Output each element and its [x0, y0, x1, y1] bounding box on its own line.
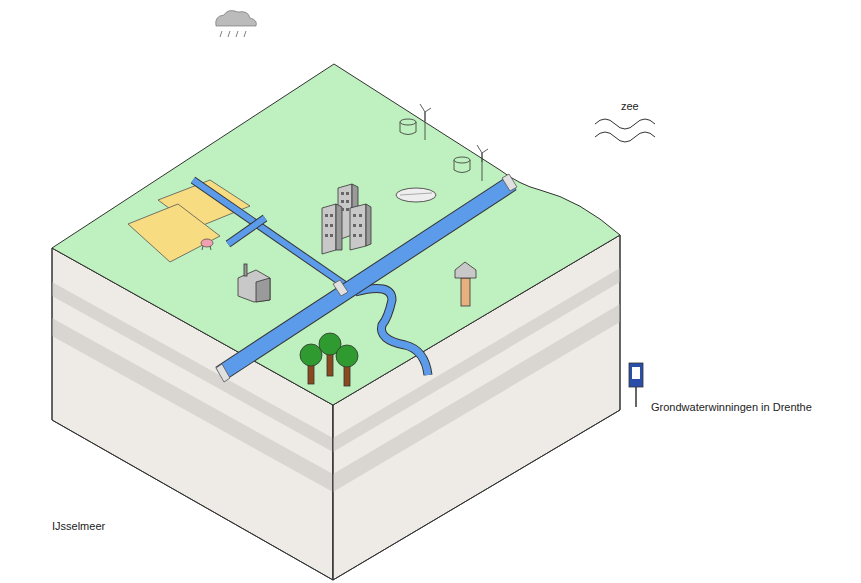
basin: [396, 188, 436, 202]
river: [355, 288, 428, 375]
canal: [220, 183, 512, 374]
canal: [220, 183, 512, 374]
river: [355, 288, 428, 375]
trees: [300, 333, 358, 386]
buildings: [322, 184, 371, 254]
tank-windmill: [400, 104, 488, 181]
sea-label: zee: [621, 100, 639, 113]
rain-cloud: [216, 11, 257, 37]
top-face: [52, 64, 620, 405]
sign-post: [629, 363, 643, 407]
ditch: [193, 180, 345, 285]
location-label: Grondwaterwinningen in Drenthe: [651, 401, 812, 414]
lake-label: IJsselmeer: [52, 520, 105, 533]
sea-waves: [595, 119, 655, 142]
factory: [238, 264, 270, 302]
water-tower: [455, 262, 476, 306]
lock: [216, 174, 517, 382]
field: [128, 204, 220, 262]
pig: [201, 239, 213, 250]
